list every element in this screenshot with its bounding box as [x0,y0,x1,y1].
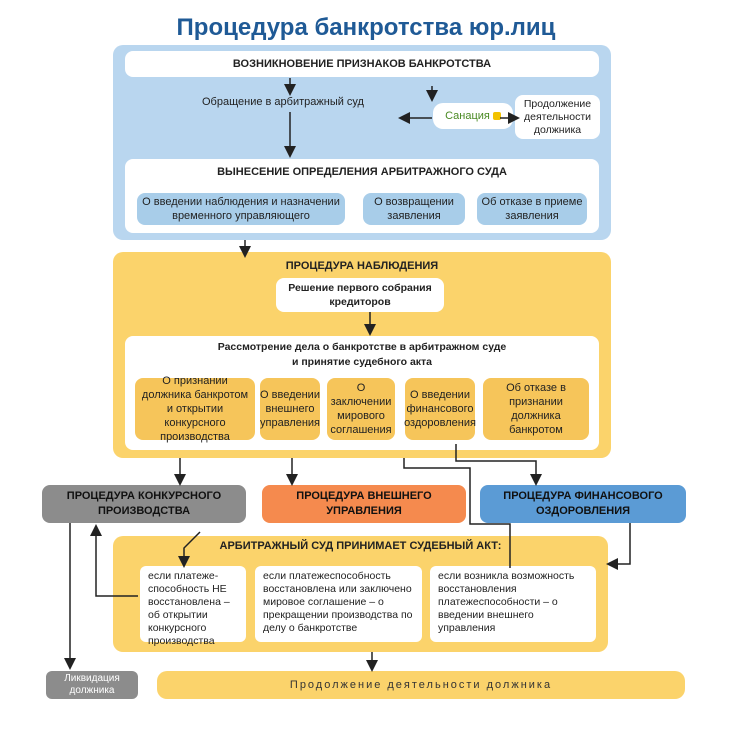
page-title: Процедура банкротства юр.лиц [176,14,556,41]
liquidation-box: Ликвидация должника [46,671,138,699]
option-external: О введении внешнего управления [260,378,320,440]
decision-box: ВЫНЕСЕНИЕ ОПРЕДЕЛЕНИЯ АРБИТРАЖНОГО СУДА … [125,159,599,233]
note-possibility: если возникла возможность восстановления… [430,566,596,642]
note-restored: если платежеспособность восстановлена ил… [255,566,422,642]
continue-activity-box: Продолжение деятельности должника [515,95,600,139]
review-header: Рассмотрение дела о банкротстве в арбитр… [217,341,507,368]
option-not-bankrupt: Об отказе в признании должника банкротом [483,378,589,440]
sanation-box: Санация [433,103,513,129]
stage3-header: АРБИТРАЖНЫЙ СУД ПРИНИМАЕТ СУДЕБНЫЙ АКТ: [219,540,502,552]
speech-bubble-icon [492,112,501,120]
option-observation: О введении наблюдения и назначении време… [137,193,345,225]
appeal-text: Обращение в арбитражный суд [202,96,364,108]
stage3-panel: АРБИТРАЖНЫЙ СУД ПРИНИМАЕТ СУДЕБНЫЙ АКТ: … [113,536,608,652]
stage2-header: ПРОЦЕДУРА НАБЛЮДЕНИЯ [285,260,439,272]
procedure-external: ПРОЦЕДУРА ВНЕШНЕГО УПРАВЛЕНИЯ [262,485,466,523]
review-box: Рассмотрение дела о банкротстве в арбитр… [125,336,599,450]
stage1-panel: ВОЗНИКНОВЕНИЕ ПРИЗНАКОВ БАНКРОТСТВА Обра… [113,45,611,240]
stage1-header: ВОЗНИКНОВЕНИЕ ПРИЗНАКОВ БАНКРОТСТВА [125,51,599,77]
procedure-competitive: ПРОЦЕДУРА КОНКУРСНОГО ПРОИЗВОДСТВА [42,485,246,523]
option-settlement: О заключении мирового соглашения [327,378,395,440]
sanation-label: Санация [445,110,490,122]
decision-header: ВЫНЕСЕНИЕ ОПРЕДЕЛЕНИЯ АРБИТРАЖНОГО СУДА [217,166,507,178]
procedure-financial: ПРОЦЕДУРА ФИНАНСОВОГО ОЗДОРОВЛЕНИЯ [480,485,686,523]
option-refusal: Об отказе в приеме заявления [477,193,587,225]
stage2-panel: ПРОЦЕДУРА НАБЛЮДЕНИЯ Решение первого соб… [113,252,611,458]
option-financial: О введении финансового оздоровления [404,378,476,440]
option-bankrupt: О признании должника банкротом и открыти… [135,375,255,443]
note-not-restored: если платеже-способность НЕ восстановлен… [140,566,246,647]
option-return: О возвращении заявления [363,193,465,225]
continuation-bar: Продолжение деятельности должника [157,671,685,699]
creditors-box: Решение первого собрания кредиторов [276,278,444,312]
